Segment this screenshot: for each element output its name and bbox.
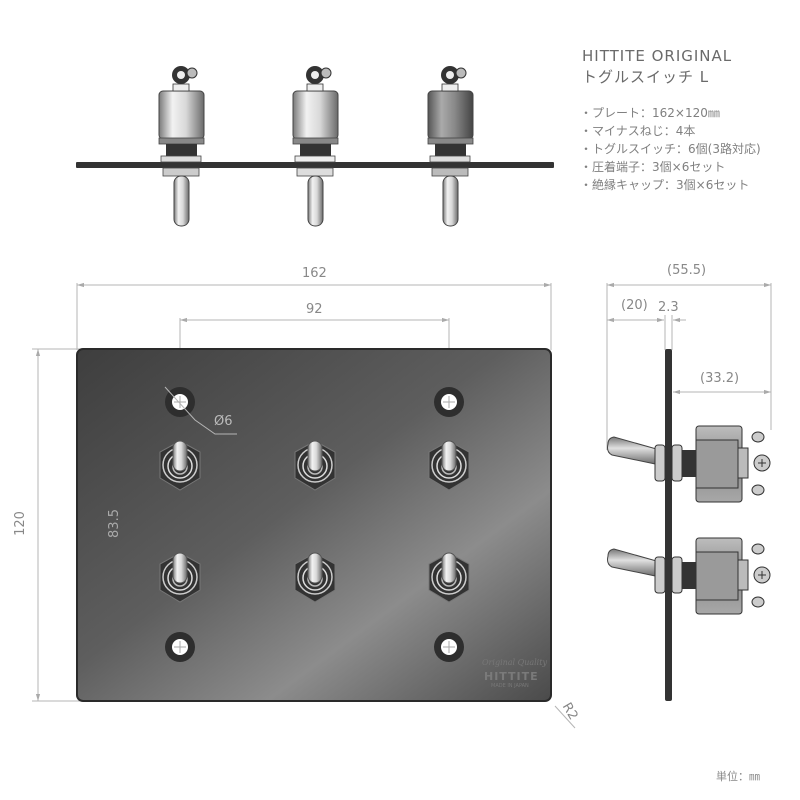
dim-body-depth: (33.2) bbox=[700, 371, 740, 386]
dim-width: 162 bbox=[302, 266, 327, 281]
toggle-switch-side bbox=[607, 537, 771, 615]
unit-label: 単位：㎜ bbox=[716, 770, 760, 783]
dim-height: 120 bbox=[12, 511, 28, 536]
dim-plate-thickness: 2.3 bbox=[658, 300, 679, 315]
screw-hole-bl bbox=[165, 632, 195, 662]
switch-plate bbox=[76, 348, 552, 702]
spec-item: ・トグルスイッチ：6個(3路対応) bbox=[580, 142, 761, 156]
plate-side bbox=[665, 349, 672, 701]
side-view bbox=[606, 282, 772, 701]
dim-lever-length: (20) bbox=[621, 298, 648, 313]
screw-hole-tl bbox=[165, 387, 195, 417]
brand-title: HITTITE ORIGINAL bbox=[582, 47, 733, 65]
screw-hole-tr bbox=[434, 387, 464, 417]
toggle-switch-front bbox=[159, 440, 201, 491]
side-dimension-lines bbox=[606, 282, 772, 450]
screw-hole-br bbox=[434, 632, 464, 662]
dim-hole-spacing-v: 83.5 bbox=[106, 509, 122, 538]
dim-hole-diameter: Ø6 bbox=[214, 414, 233, 429]
front-view bbox=[32, 282, 576, 729]
spec-item: ・プレート：162×120㎜ bbox=[580, 106, 720, 120]
top-view bbox=[76, 66, 554, 227]
spec-item: ・絶縁キャップ：3個×6セット bbox=[580, 178, 750, 192]
spec-item: ・マイナスねじ：4本 bbox=[580, 124, 696, 138]
product-title: トグルスイッチ L bbox=[582, 68, 710, 86]
spec-list: ・プレート：162×120㎜ ・マイナスねじ：4本 ・トグルスイッチ：6個(3路… bbox=[580, 104, 761, 194]
logo-brand: HITTITE bbox=[484, 670, 539, 683]
spec-item: ・圧着端子：3個×6セット bbox=[580, 160, 726, 174]
logo-script: Original Quality bbox=[482, 658, 547, 667]
top-switch-2 bbox=[292, 66, 339, 227]
logo-origin: MADE IN JAPAN bbox=[491, 683, 529, 689]
dim-hole-spacing-h: 92 bbox=[306, 302, 323, 317]
plate-edge bbox=[76, 162, 554, 168]
top-switch-3 bbox=[427, 66, 474, 227]
top-switch-1 bbox=[158, 66, 205, 227]
toggle-switch-side bbox=[607, 425, 771, 503]
dim-total-depth: (55.5) bbox=[667, 263, 707, 278]
